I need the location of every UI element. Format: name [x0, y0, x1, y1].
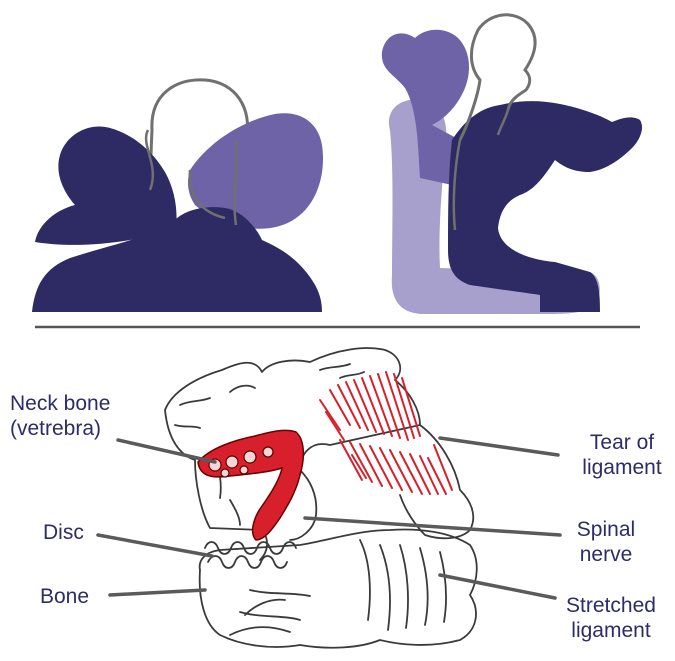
spinal-nerve-leader [305, 518, 560, 535]
label-neck-bone: Neck bone (vetrebra) [10, 391, 110, 441]
red-nerve-highlight [198, 430, 303, 540]
label-spinal-line2: nerve [566, 542, 646, 567]
bone-leader [110, 590, 205, 595]
tilted-left-head [35, 127, 177, 245]
label-stretched-ligament: Stretched ligament [556, 593, 666, 643]
label-bone-text: Bone [40, 584, 89, 609]
vertebra-illustration [165, 348, 477, 648]
neck-bone-leader [118, 440, 215, 462]
torso-leaning-forward [448, 101, 642, 312]
label-neck-bone-line1: Neck bone [10, 391, 110, 416]
label-tear-of-ligament: Tear of ligament [572, 430, 672, 480]
disc-leader [98, 535, 212, 556]
label-spinal-line1: Spinal [566, 517, 646, 542]
label-tear-line1: Tear of [572, 430, 672, 455]
label-disc-text: Disc [43, 520, 84, 545]
seated-whiplash-figure [382, 15, 642, 314]
label-disc: Disc [43, 520, 84, 545]
label-spinal-nerve: Spinal nerve [566, 517, 646, 567]
label-neck-bone-line2: (vetrebra) [10, 416, 110, 441]
label-tear-line2: ligament [572, 455, 672, 480]
leader-lines [98, 438, 560, 598]
stretched-leader [440, 575, 555, 598]
label-stretched-line2: ligament [556, 618, 666, 643]
label-bone: Bone [40, 584, 89, 609]
rear-view-head-figure [32, 80, 323, 312]
tear-leader [440, 438, 558, 455]
label-stretched-line1: Stretched [556, 593, 666, 618]
bone-texture [175, 364, 446, 630]
spinal-nerve-red [198, 430, 303, 540]
disc-coils-lower [208, 556, 287, 568]
